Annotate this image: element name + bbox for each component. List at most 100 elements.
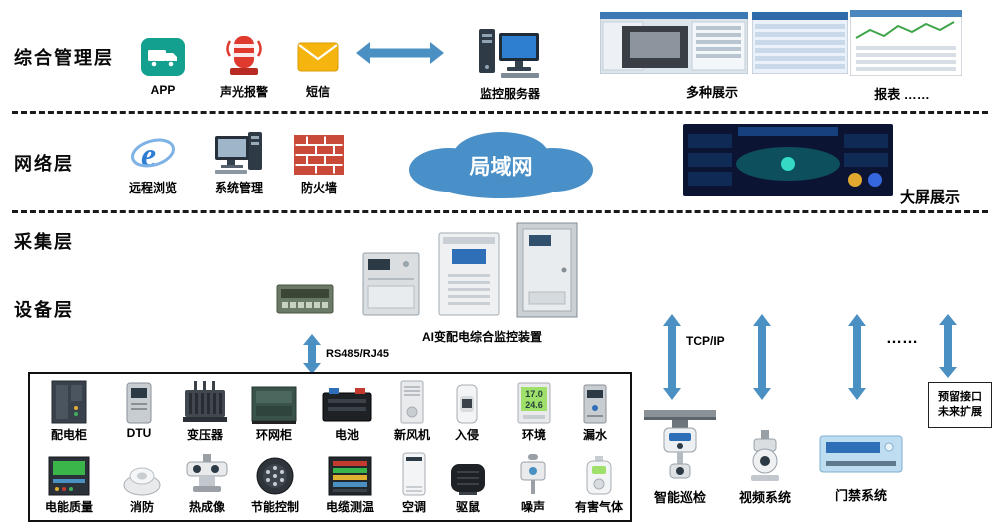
field-item-label: 环网柜 xyxy=(255,428,292,442)
bidirectional-arrow xyxy=(354,40,446,71)
tcpip-arrow-1 xyxy=(662,314,682,405)
rs485-arrow xyxy=(302,334,322,379)
field-item-cable-temp: 电缆测温 xyxy=(314,450,386,515)
separator-management-network xyxy=(12,111,988,114)
field-item-energy-saving: 节能控制 xyxy=(239,450,311,515)
field-item-battery: 电池 xyxy=(311,378,383,443)
bigscreen-label: 大屏展示 xyxy=(900,189,961,206)
monitor-server-item: 监控服务器 xyxy=(474,24,546,102)
separator-network-collection xyxy=(12,210,988,213)
distribution-cabinet-icon xyxy=(51,378,87,424)
field-item-fresh-air: 新风机 xyxy=(376,378,448,443)
firewall-label: 防火墙 xyxy=(300,181,337,195)
field-item-label: 新风机 xyxy=(393,428,430,442)
field-item-label: 节能控制 xyxy=(250,500,299,514)
svg-text:17.0: 17.0 xyxy=(525,389,543,399)
display-screenshot-1 xyxy=(599,11,749,79)
reports-label: 报表 …… xyxy=(874,87,930,102)
monitoring-cabinet-icon xyxy=(438,232,500,321)
monitor-server-icon xyxy=(477,24,543,82)
sms-envelope-icon xyxy=(297,34,339,80)
field-item-label: 电缆测温 xyxy=(325,500,374,514)
field-item-label: 变压器 xyxy=(186,428,223,442)
patrol-label: 智能巡检 xyxy=(653,490,706,505)
field-item-label: 电能质量 xyxy=(44,500,93,514)
field-item-water-leak: 漏水 xyxy=(559,378,631,443)
tcpip-label: TCP/IP xyxy=(686,334,725,348)
firewall-item: 防火墙 xyxy=(292,134,346,196)
intrusion-sensor-icon xyxy=(456,378,478,424)
lan-cloud: 局域网 xyxy=(393,126,608,207)
field-item-noise: 噪声 xyxy=(497,450,569,515)
video-system-item: 视频系统 xyxy=(730,430,800,506)
field-item-label: 漏水 xyxy=(582,428,607,442)
alarm-label: 声光报警 xyxy=(219,85,268,99)
field-item-thermal: 热成像 xyxy=(171,450,243,515)
field-item-intrusion: 入侵 xyxy=(431,378,503,443)
tcpip-arrow-4 xyxy=(938,314,958,383)
layer-label-management: 综合管理层 xyxy=(14,48,114,68)
ai-device-label: AI变配电综合监控装置 xyxy=(421,330,542,344)
smoke-detector-icon xyxy=(122,450,162,496)
power-quality-meter-icon xyxy=(48,450,90,496)
air-conditioner-icon xyxy=(402,450,426,496)
thermal-camera-icon xyxy=(181,450,233,496)
rodent-repeller-icon xyxy=(449,450,487,496)
field-item-distribution-cabinet: 配电柜 xyxy=(33,378,105,443)
reserved-interface-box: 预留接口 未来扩展 xyxy=(928,382,992,428)
tcpip-arrow-3 xyxy=(847,314,867,405)
layer-label-device: 设备层 xyxy=(14,300,74,320)
server-label: 监控服务器 xyxy=(479,87,540,101)
field-item-label: 噪声 xyxy=(520,500,545,514)
field-item-label: 热成像 xyxy=(188,500,225,514)
layer-label-collection: 采集层 xyxy=(14,232,74,252)
field-item-label: 电池 xyxy=(334,428,359,442)
field-item-gas: 有害气体 xyxy=(563,450,635,515)
field-item-fire: 消防 xyxy=(106,450,178,515)
field-item-label: 有害气体 xyxy=(574,500,623,514)
reserved-line2: 未来扩展 xyxy=(938,406,982,418)
ellipsis-dots: …… xyxy=(886,330,918,347)
video-label: 视频系统 xyxy=(738,490,791,505)
field-item-label: 驱鼠 xyxy=(455,500,480,514)
tall-cabinet-icon xyxy=(516,222,578,323)
access-label: 门禁系统 xyxy=(834,488,887,503)
system-manage-item: 系统管理 xyxy=(209,130,269,196)
field-item-rodent: 驱鼠 xyxy=(432,450,504,515)
app-icon xyxy=(140,34,186,80)
field-item-transformer: 变压器 xyxy=(169,378,241,443)
remote-label: 远程浏览 xyxy=(128,181,177,195)
field-devices-box: 配电柜 DTU 变压器 环网柜 电池 xyxy=(28,372,632,522)
field-item-ac: 空调 xyxy=(378,450,450,515)
reserved-line1: 预留接口 xyxy=(938,390,982,403)
control-cabinet-icon xyxy=(362,252,420,321)
sound-light-alarm-icon xyxy=(222,32,266,80)
access-system-item: 门禁系统 xyxy=(818,428,904,504)
display-screenshot-2 xyxy=(751,11,849,79)
remote-browse-item: e 远程浏览 xyxy=(124,132,182,196)
cable-temperature-icon xyxy=(328,450,372,496)
ie-browser-icon: e xyxy=(130,132,176,176)
alarm-item: 声光报警 xyxy=(215,32,273,100)
field-item-label: 空调 xyxy=(401,500,426,514)
field-item-label: 消防 xyxy=(129,500,154,514)
field-item-power-quality: 电能质量 xyxy=(33,450,105,515)
big-screen-image xyxy=(683,124,893,201)
patrol-system-item: 智能巡检 xyxy=(644,398,716,506)
bus-label: RS485/RJ45 xyxy=(326,348,389,360)
sms-item: 短信 xyxy=(290,34,346,100)
app-item: APP xyxy=(134,34,192,97)
field-item-label: 入侵 xyxy=(454,428,479,442)
svg-text:24.6: 24.6 xyxy=(525,400,543,410)
transformer-icon xyxy=(181,378,229,424)
access-controller-icon xyxy=(819,428,903,482)
ptz-camera-icon xyxy=(742,430,788,484)
rail-robot-icon xyxy=(644,398,716,484)
layer-label-network: 网络层 xyxy=(14,154,74,174)
system-manage-label: 系统管理 xyxy=(214,181,263,195)
displays-label: 多种展示 xyxy=(685,85,738,100)
firewall-brick-icon xyxy=(294,134,344,176)
field-item-dtu: DTU xyxy=(103,378,175,440)
